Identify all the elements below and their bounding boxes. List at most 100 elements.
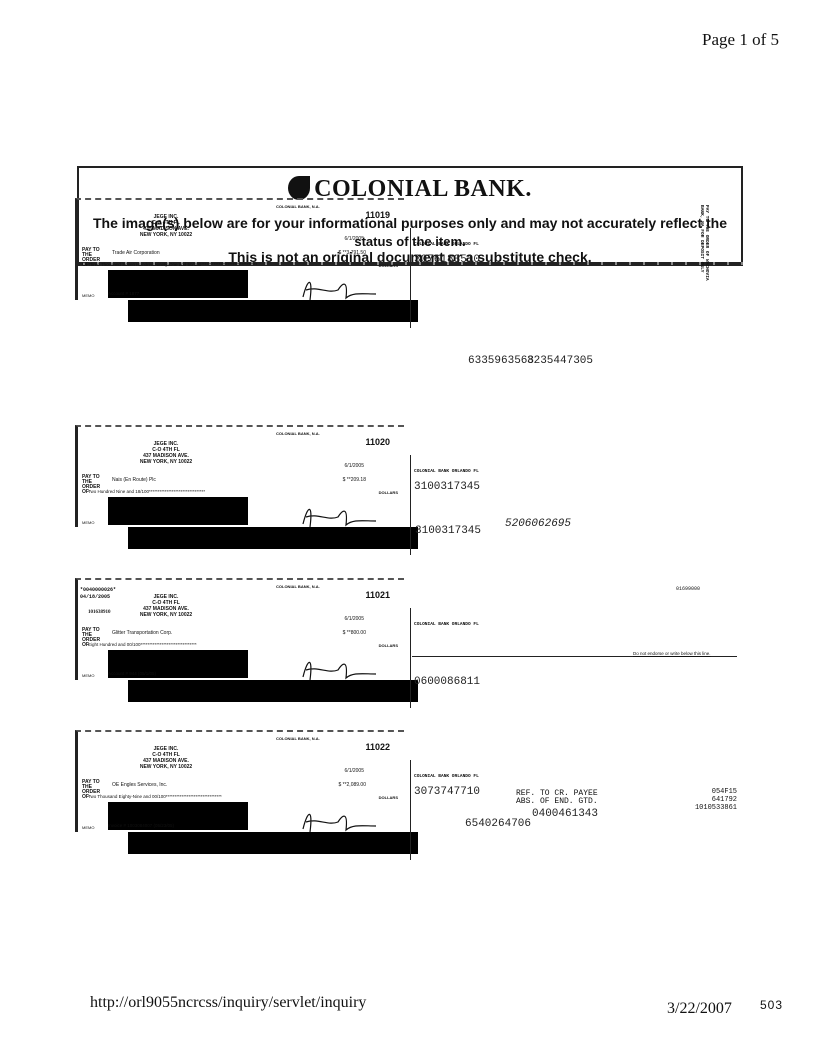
- check-bank: COLONIAL BANK, N.A.: [276, 736, 320, 741]
- stamp-line: *0040000026*: [80, 587, 117, 593]
- pay-to-label: PAY TO THE ORDER OF: [82, 779, 101, 800]
- memo-text: Account # 944 (05/1/05): [108, 671, 157, 676]
- company-line: NEW YORK, NY 10022: [139, 232, 193, 238]
- company-line: NEW YORK, NY 10022: [139, 612, 193, 618]
- ref-line: ABS. OF END. GTD.: [516, 797, 598, 806]
- check-date: 6/1/2005: [344, 463, 364, 469]
- check-amount: $ **800.00: [342, 630, 366, 636]
- redaction: [128, 527, 418, 549]
- memo-text: Account # 1877: [108, 291, 140, 296]
- check-number: 11021: [365, 590, 390, 600]
- check-back: COLONIAL BANK ORLANDO FL 3073747710: [410, 740, 745, 860]
- check-number: 11019: [365, 210, 390, 220]
- bank-endorsement: COLONIAL BANK ORLANDO FL: [414, 469, 479, 474]
- endorse-line: [412, 656, 737, 657]
- back-code: 01699000: [676, 586, 701, 592]
- sequence-number: 6335963568: [468, 355, 535, 367]
- colonial-logo-icon: [288, 176, 311, 200]
- check-number: 11020: [365, 437, 390, 447]
- company-line: NEW YORK, NY 10022: [139, 459, 193, 465]
- dollars-label: DOLLARS: [378, 490, 398, 495]
- divider: [410, 760, 411, 860]
- dollars-label: DOLLARS: [378, 263, 398, 268]
- redaction: [128, 300, 418, 322]
- check-date: 6/1/2005: [344, 236, 364, 242]
- check-amount: $ **2,089.00: [338, 782, 366, 788]
- check-payee: OE Engles Services, Inc.: [112, 782, 168, 788]
- company-line: C-O 4TH FL: [152, 220, 180, 226]
- bank-logo: COLONIAL BANK.: [79, 176, 741, 203]
- bank-endorsement: COLONIAL BANK ORLANDO FL: [414, 242, 479, 247]
- footer-url: http://orl9055ncrcss/inquiry/servlet/inq…: [90, 994, 367, 1011]
- signature-icon: [302, 661, 377, 681]
- sequence-number: 3100317345: [414, 481, 481, 493]
- company-line: C-O 4TH FL: [152, 600, 180, 606]
- check-date: 6/1/2005: [344, 616, 364, 622]
- memo-label: MEMO: [82, 520, 95, 525]
- bank-endorsement: COLONIAL BANK ORLANDO FL: [414, 622, 479, 627]
- page-indicator: Page 1 of 5: [702, 30, 779, 49]
- back-code: 054F15 641792 1010533861: [694, 788, 737, 812]
- amount-words: Eight Hundred and 00/100****************…: [88, 642, 197, 647]
- check-company: JEGE INC. C-O 4TH FL 437 MADISON AVE. NE…: [78, 746, 254, 770]
- check-front: JEGE INC. C-O 4TH FL 437 MADISON AVE. NE…: [75, 198, 418, 322]
- check-number: 11022: [365, 742, 390, 752]
- company-line: C-O 4TH FL: [152, 752, 180, 758]
- check-date: 6/1/2005: [344, 768, 364, 774]
- check-bank: COLONIAL BANK, N.A.: [276, 204, 320, 209]
- deposit-stamp: *0040000026*04/18/2005: [80, 587, 117, 601]
- signature-icon: [302, 281, 377, 301]
- dollars-label: DOLLARS: [378, 643, 398, 648]
- company-line: 437 MADISON AVE.: [143, 758, 189, 764]
- endorsement-stamp: PAY TO THE ORDER OF WACHOVIA BANK, NA FO…: [699, 205, 709, 281]
- memo-text: Invoice # 1003084007 (05/23/05): [108, 823, 175, 828]
- sequence-number: 3073747710: [414, 786, 481, 798]
- sequence-number: 5206062695: [505, 518, 572, 530]
- check-front: JEGE INC. C-O 4TH FL 437 MADISON AVE. NE…: [75, 578, 418, 702]
- pay-to-label: PAY TO THE ORDER OF: [82, 627, 101, 648]
- company-line: 437 MADISON AVE.: [143, 226, 189, 232]
- amount-words: Two Hundred Nine and 18/100*************…: [88, 489, 206, 494]
- check-payee: Nais (En Route) Plc: [112, 477, 156, 483]
- check-bank: COLONIAL BANK, N.A.: [276, 584, 320, 589]
- sequence-number: 0400461343: [532, 808, 599, 820]
- check-back: COLONIAL BANK ORLANDO FL 3100317345: [410, 435, 745, 555]
- memo-label: MEMO: [82, 825, 95, 830]
- sequence-number: 3076183510: [414, 254, 481, 266]
- pay-to-label: PAY TO THE ORDER OF: [82, 474, 101, 495]
- amount-words: Two Thousand Eighty-Nine and 00/100*****…: [88, 794, 222, 799]
- divider: [410, 455, 411, 555]
- check-company: JEGE INC. C-O 4TH FL 437 MADISON AVE. NE…: [78, 441, 254, 465]
- divider: [410, 228, 411, 328]
- page-code: 503: [760, 998, 784, 1012]
- signature-icon: [302, 813, 377, 833]
- check-amount: $ **3,791.50: [338, 250, 366, 256]
- memo-label: MEMO: [82, 293, 95, 298]
- check-company: JEGE INC. C-O 4TH FL 437 MADISON AVE. NE…: [78, 594, 254, 618]
- check-payee: Glitter Transportation Corp.: [112, 630, 173, 636]
- company-line: NEW YORK, NY 10022: [139, 764, 193, 770]
- amount-words: Three Thousand Seven Hundred Ninety-One …: [88, 262, 258, 267]
- redaction: [128, 832, 418, 854]
- bank-name: COLONIAL BANK.: [314, 176, 532, 202]
- company-name: JEGE INC.: [153, 441, 179, 447]
- check-front: JEGE INC. C-O 4TH FL 437 MADISON AVE. NE…: [75, 730, 418, 854]
- check-payee: Trade Air Corporation: [112, 250, 160, 256]
- sequence-number: 3100317345: [415, 525, 482, 537]
- check-company: JEGE INC. C-O 4TH FL 437 MADISON AVE. NE…: [78, 214, 254, 238]
- company-name: JEGE INC.: [153, 594, 179, 600]
- company-line: 437 MADISON AVE.: [143, 453, 189, 459]
- redaction: [108, 270, 248, 298]
- disclaimer-line: The image(s) below are for your informat…: [92, 215, 728, 231]
- check-back: COLONIAL BANK ORLANDO FL 3076183510: [410, 208, 745, 328]
- redaction: [108, 802, 248, 830]
- memo-label: MEMO: [82, 673, 95, 678]
- check-amount: $ **209.18: [342, 477, 366, 483]
- sequence-number: 0600086811: [414, 676, 481, 688]
- check-bank: COLONIAL BANK, N.A.: [276, 431, 320, 436]
- sequence-number: 3235447305: [527, 355, 594, 367]
- bank-endorsement: COLONIAL BANK ORLANDO FL: [414, 774, 479, 779]
- signature-icon: [302, 508, 377, 528]
